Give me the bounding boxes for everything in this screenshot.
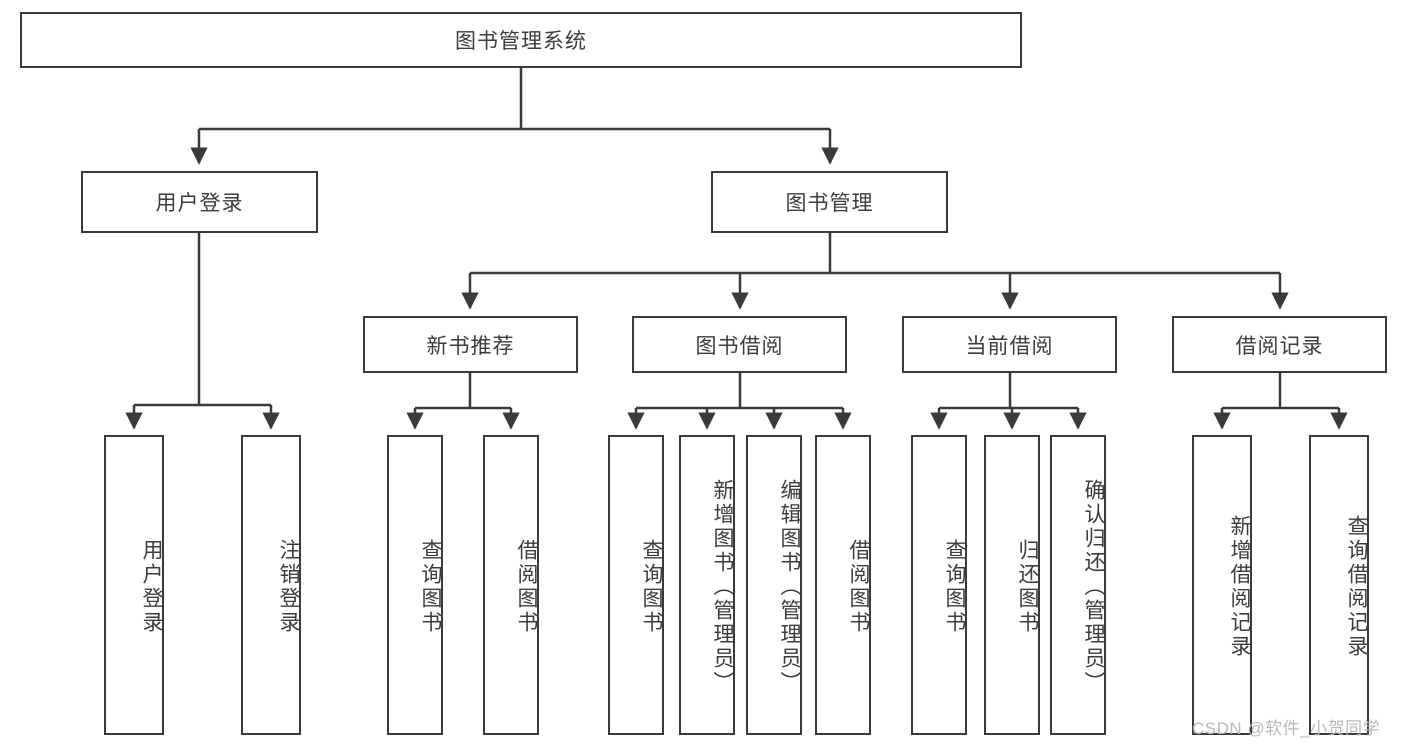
node-borrow-record[interactable]: 借阅记录 bbox=[1172, 316, 1387, 373]
node-book-management[interactable]: 图书管理 bbox=[711, 171, 948, 233]
node-root[interactable]: 图书管理系统 bbox=[20, 12, 1022, 68]
edges-current-borrow bbox=[930, 373, 1087, 430]
edges-user-login bbox=[125, 233, 280, 430]
leaf-add-book-admin[interactable]: 新增图书（管理员） bbox=[679, 435, 735, 735]
leaf-user-login[interactable]: 用户登录 bbox=[104, 435, 164, 735]
edges-borrow-record bbox=[1213, 373, 1348, 430]
leaf-edit-book-admin[interactable]: 编辑图书（管理员） bbox=[746, 435, 802, 735]
node-new-book-recommend[interactable]: 新书推荐 bbox=[363, 316, 578, 373]
node-current-borrow[interactable]: 当前借阅 bbox=[902, 316, 1117, 373]
edges-book-borrow bbox=[627, 373, 852, 430]
leaf-query-book-borrow[interactable]: 查询图书 bbox=[608, 435, 664, 735]
leaf-query-borrow-record[interactable]: 查询借阅记录 bbox=[1309, 435, 1369, 735]
leaf-query-book-current[interactable]: 查询图书 bbox=[911, 435, 967, 735]
leaf-borrow-book-recommend[interactable]: 借阅图书 bbox=[483, 435, 539, 735]
edges-root bbox=[190, 68, 839, 165]
leaf-confirm-return-admin[interactable]: 确认归还（管理员） bbox=[1050, 435, 1106, 735]
leaf-borrow-book[interactable]: 借阅图书 bbox=[815, 435, 871, 735]
leaf-query-book-recommend[interactable]: 查询图书 bbox=[387, 435, 443, 735]
leaf-return-book[interactable]: 归还图书 bbox=[984, 435, 1040, 735]
edges-book-manage bbox=[461, 233, 1289, 310]
leaf-add-borrow-record[interactable]: 新增借阅记录 bbox=[1192, 435, 1252, 735]
edges-new-book bbox=[406, 373, 520, 430]
node-book-borrow[interactable]: 图书借阅 bbox=[632, 316, 847, 373]
leaf-logout[interactable]: 注销登录 bbox=[241, 435, 301, 735]
node-user-login[interactable]: 用户登录 bbox=[81, 171, 318, 233]
